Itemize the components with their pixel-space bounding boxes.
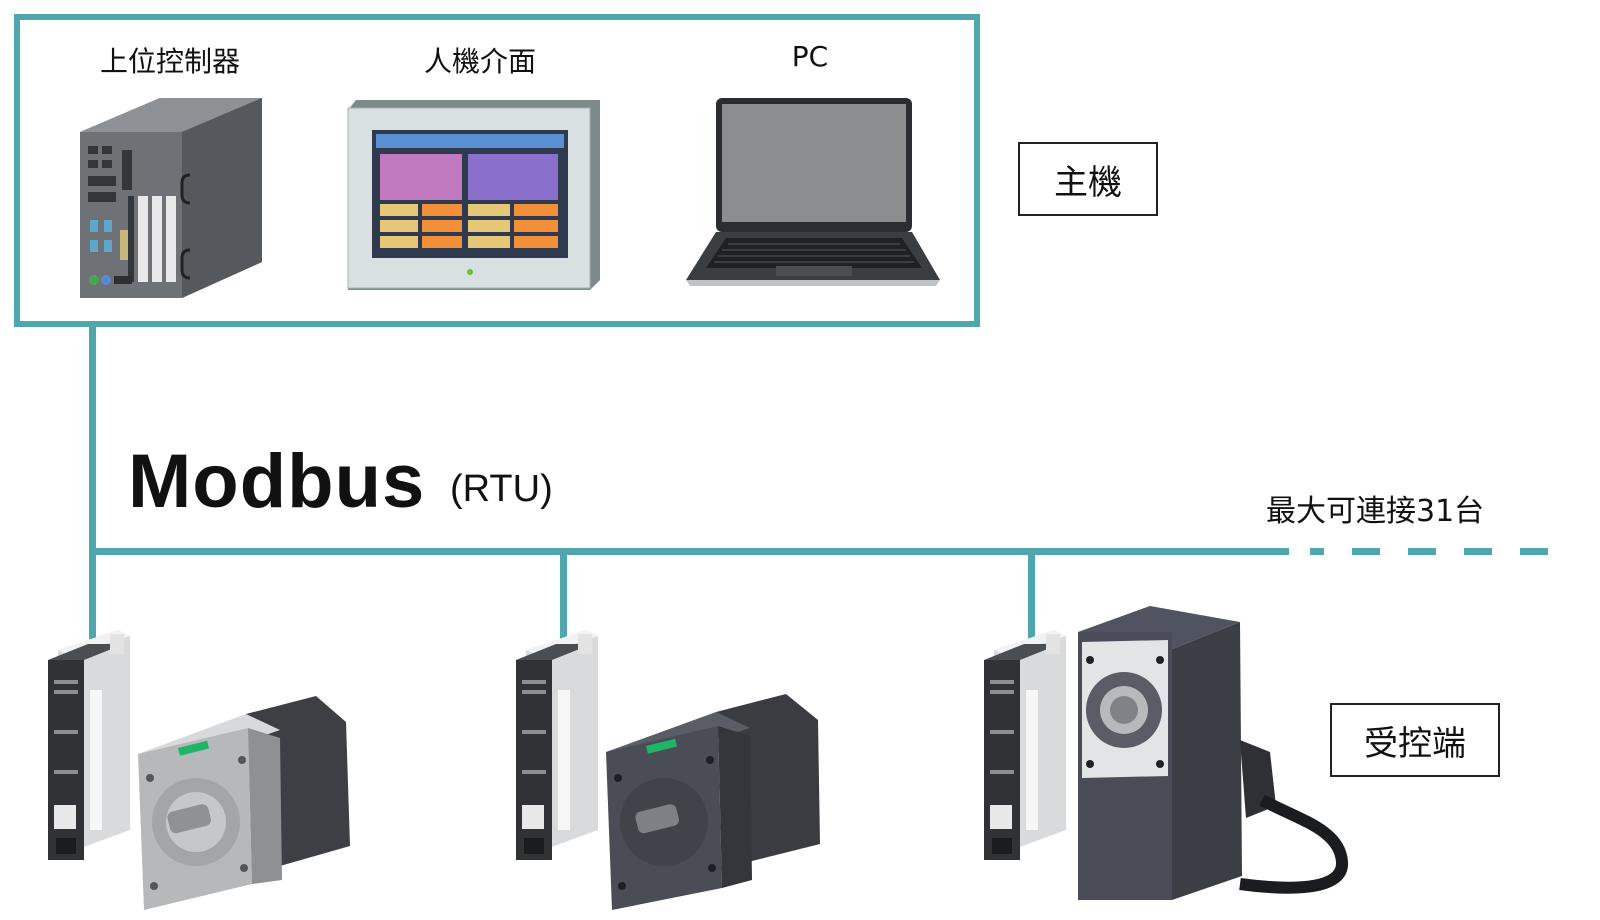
max-connections-label: 最大可連接31台 — [1266, 494, 1485, 529]
hmi-panel-icon — [347, 100, 600, 290]
driver-unit-1 — [48, 630, 130, 860]
bus-trunk — [89, 548, 1289, 555]
device-label-pc: PC — [791, 40, 829, 73]
bus-dash — [1464, 548, 1492, 555]
bus-drop-slave-2 — [560, 548, 567, 648]
laptop-icon — [686, 98, 940, 286]
driver-unit-2 — [516, 630, 598, 860]
bus-lines — [89, 327, 1548, 648]
bus-dash — [1310, 548, 1324, 555]
bus-dash — [1352, 548, 1380, 555]
host-role-label: 主機 — [1018, 142, 1158, 216]
bus-name: Modbus — [128, 439, 426, 524]
driver-unit-3 — [984, 630, 1066, 860]
bus-drop-slave-3 — [1028, 548, 1035, 648]
driver-with-gray-geared-motor-icon — [138, 696, 350, 910]
slave-role-label: 受控端 — [1330, 703, 1500, 777]
device-label-hmi: 人機介面 — [423, 45, 536, 78]
device-label-controller: 上位控制器 — [99, 45, 240, 78]
host-group-frame — [14, 14, 980, 327]
bus-dash — [1520, 548, 1548, 555]
driver-with-right-angle-motor-icon — [1078, 606, 1348, 900]
bus-protocol: (RTU) — [450, 468, 553, 510]
driver-with-dark-geared-motor-icon — [606, 694, 820, 910]
bus-drop-host — [89, 327, 96, 647]
industrial-pc-icon — [80, 98, 262, 298]
bus-dash — [1408, 548, 1436, 555]
